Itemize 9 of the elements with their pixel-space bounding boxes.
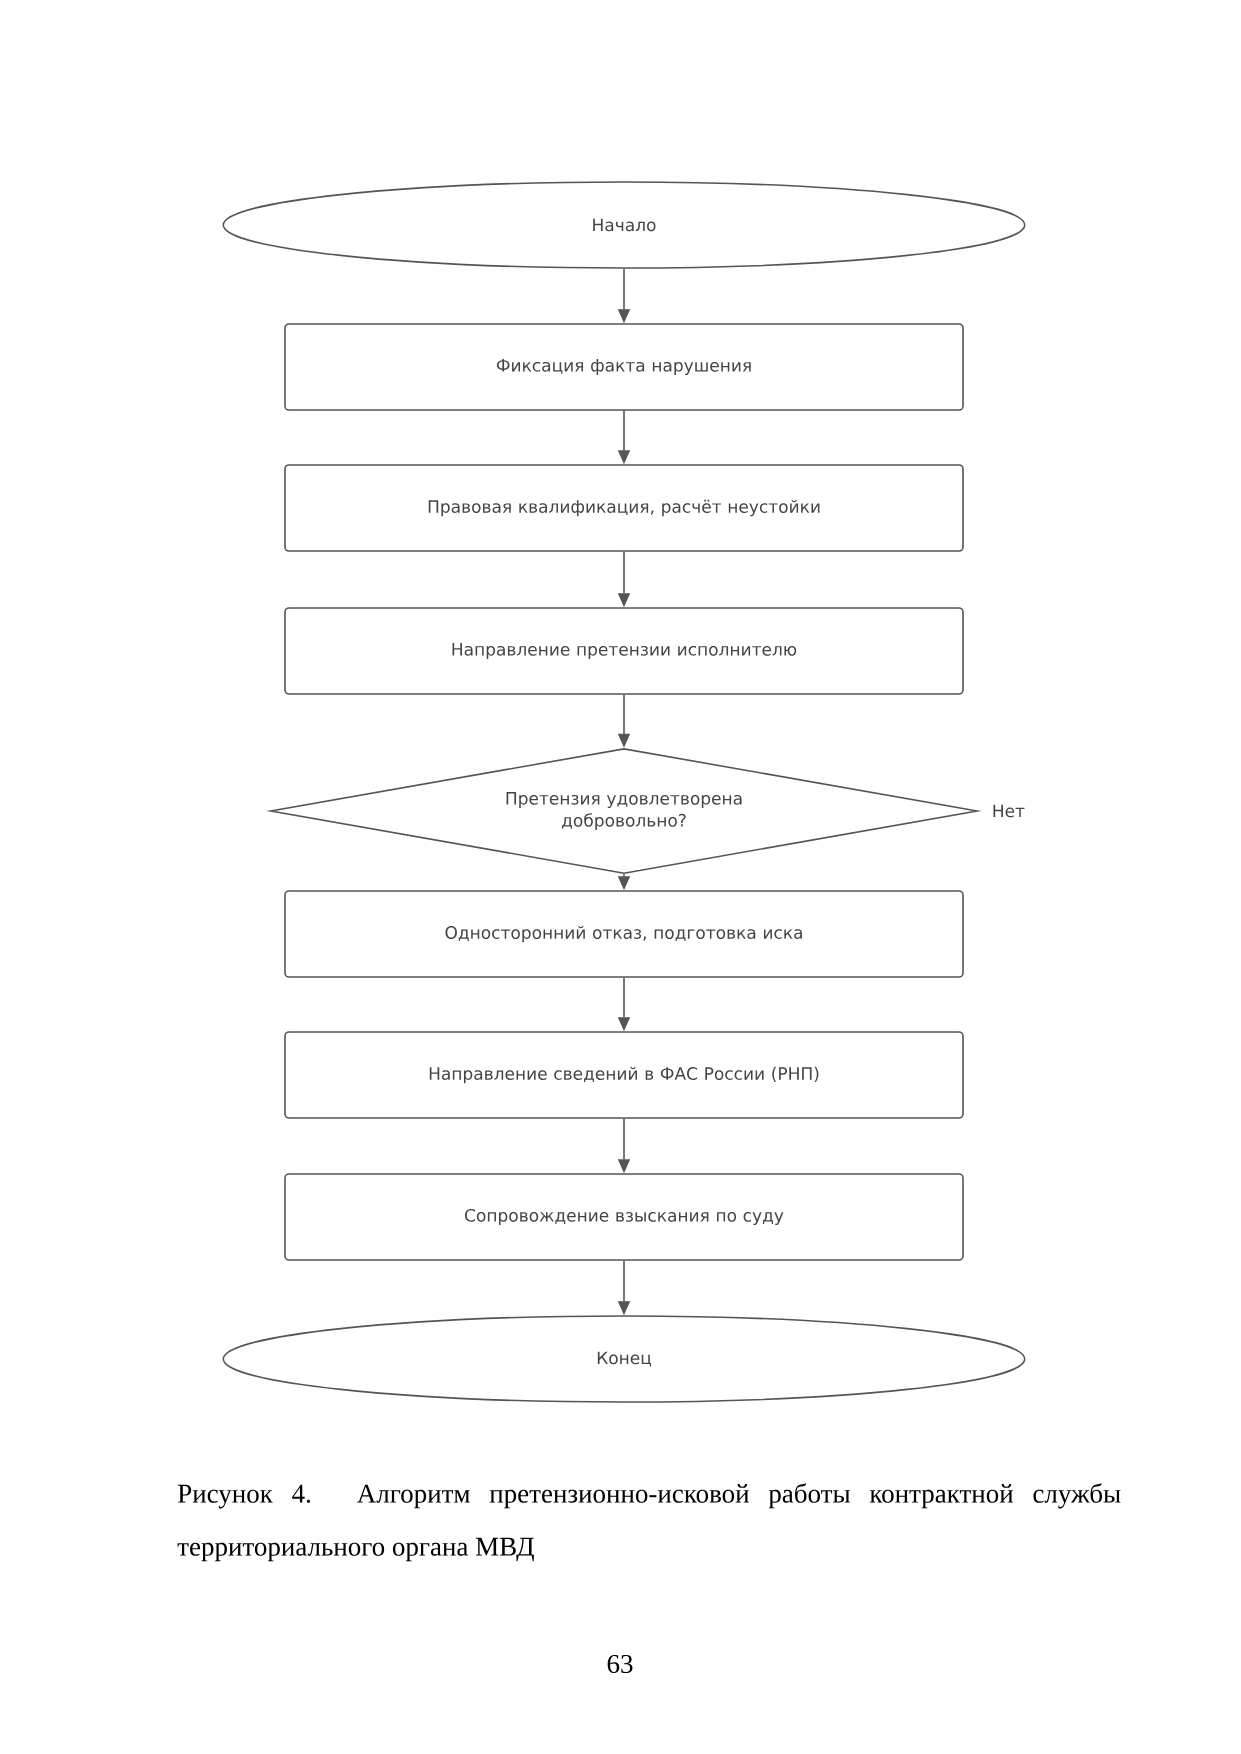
page-number: 63 <box>607 1654 633 1674</box>
process-box: Направление претензии исполнителю <box>284 607 964 695</box>
figure-caption: Рисунок 4. Алгоритм претензионно-исковой работы контрактной службы территориального органа МВД <box>177 1483 1121 1562</box>
process-box: Направление сведений в ФАС России (РНП) <box>284 1031 964 1119</box>
process-box: Сопровождение взыскания по суду <box>284 1173 964 1261</box>
branch-label: Нет <box>993 804 1025 818</box>
process-box: Фиксация факта нарушения <box>284 323 964 411</box>
process-box: Односторонний отказ, подготовка иска <box>284 890 964 978</box>
process-box: Правовая квалификация, расчёт неустойки <box>284 464 964 552</box>
